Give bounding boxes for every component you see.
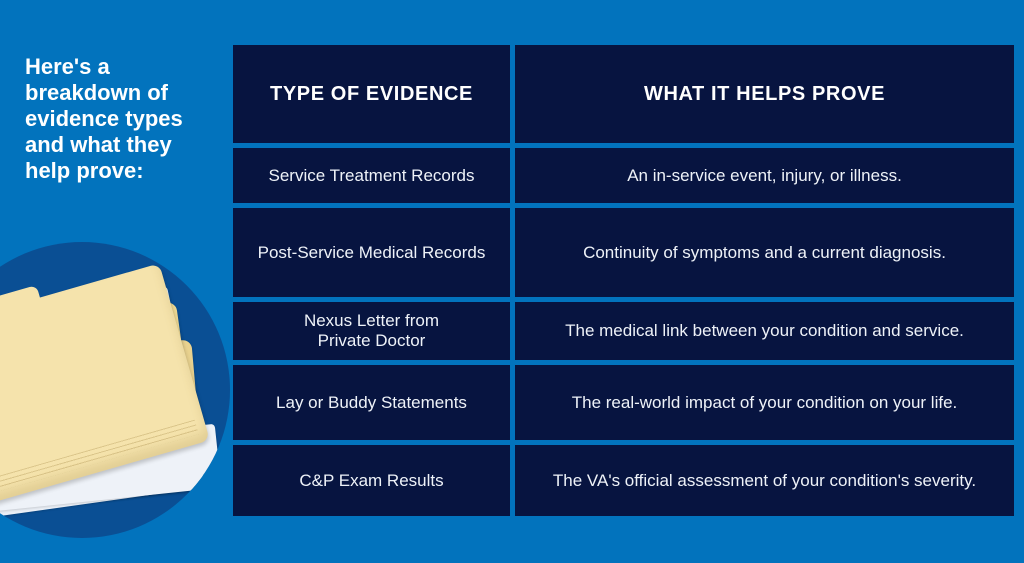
header-cell-proves: WHAT IT HELPS PROVE <box>515 45 1014 143</box>
evidence-table: TYPE OF EVIDENCE WHAT IT HELPS PROVE Ser… <box>233 45 1014 516</box>
evidence-proves-cell: The real-world impact of your condition … <box>515 365 1014 440</box>
evidence-type-cell: Service Treatment Records <box>233 148 510 203</box>
header-cell-type: TYPE OF EVIDENCE <box>233 45 510 143</box>
headline: Here's a breakdown of evidence types and… <box>25 54 183 183</box>
evidence-type-cell: Lay or Buddy Statements <box>233 365 510 440</box>
folder-stack <box>0 246 230 538</box>
evidence-type-cell: Post-Service Medical Records <box>233 208 510 297</box>
evidence-proves-cell: The VA's official assessment of your con… <box>515 445 1014 516</box>
evidence-type-cell: C&P Exam Results <box>233 445 510 516</box>
evidence-proves-cell: Continuity of symptoms and a current dia… <box>515 208 1014 297</box>
evidence-proves-cell: An in-service event, injury, or illness. <box>515 148 1014 203</box>
evidence-proves-cell: The medical link between your condition … <box>515 302 1014 360</box>
manila-folders-photo <box>0 242 230 538</box>
evidence-type-cell: Nexus Letter from Private Doctor <box>233 302 510 360</box>
